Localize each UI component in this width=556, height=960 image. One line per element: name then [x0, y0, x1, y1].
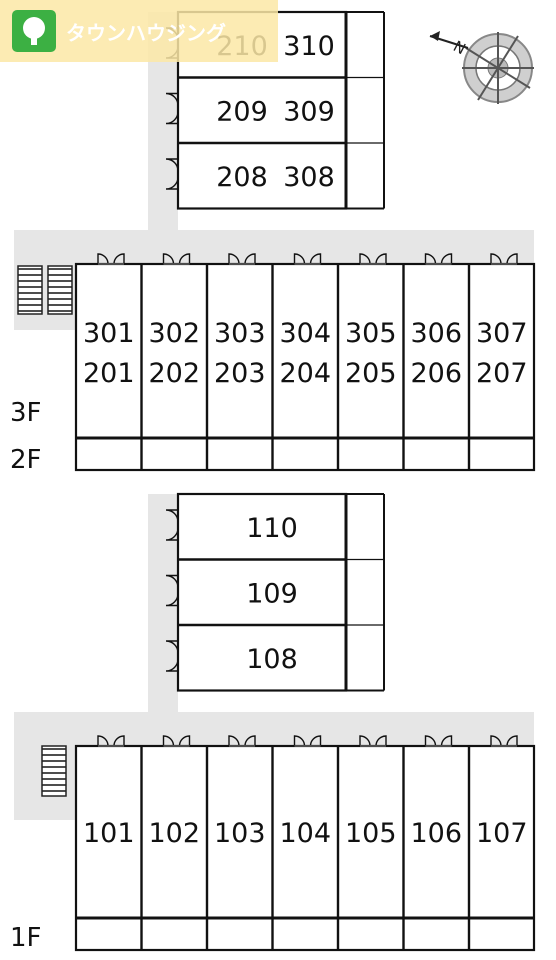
- room-label: 303: [214, 318, 266, 349]
- room-label: 302: [148, 318, 200, 349]
- room-label: 301: [83, 318, 135, 349]
- door-icon: [165, 574, 179, 607]
- room-label: 205: [345, 358, 397, 389]
- door-icon: [228, 253, 256, 265]
- room-label: 309: [283, 96, 335, 127]
- room-label: 305: [345, 318, 397, 349]
- door-icon: [162, 735, 191, 747]
- door-icon: [228, 735, 256, 747]
- room-label: 109: [246, 578, 298, 609]
- lower-wing-corridor: [148, 494, 178, 722]
- door-icon: [165, 509, 179, 541]
- floor-label-3f: 3F: [10, 398, 42, 428]
- upper-block: 210310209309208308 301201302202303203304…: [10, 10, 536, 475]
- door-icon: [97, 253, 125, 265]
- lower-block: 110 109 108 101 102 103 104 105 106 107 1F: [10, 492, 536, 953]
- room-label: 102: [148, 818, 200, 849]
- room-label: 104: [279, 818, 331, 849]
- room-label: 209: [216, 96, 268, 127]
- lower-main-rooms: 101 102 103 104 105 106 107: [74, 735, 536, 952]
- door-icon: [359, 253, 387, 265]
- logo-text: タウンハウジング: [66, 21, 226, 45]
- door-icon: [97, 735, 125, 747]
- lower-wing-rooms: 110 109 108: [165, 492, 385, 692]
- door-icon: [293, 735, 322, 747]
- room-label: 310: [283, 31, 335, 62]
- floor-label-2f: 2F: [10, 445, 42, 475]
- lower-main-corridor: [14, 712, 534, 746]
- room-label: 308: [283, 162, 335, 193]
- upper-main-rooms: 301 201 302 202 303 203 304 204 305 205 306 206 307 2…: [74, 253, 536, 472]
- door-icon: [165, 92, 179, 125]
- door-icon: [165, 158, 179, 190]
- door-icon: [162, 253, 191, 265]
- room-label: 101: [83, 818, 135, 849]
- room-label: 208: [216, 162, 268, 193]
- room-label: 108: [246, 644, 298, 675]
- room-label: 202: [148, 358, 200, 389]
- logo: タウンハウジング: [0, 0, 278, 62]
- door-icon: [490, 253, 518, 265]
- door-icon: [424, 253, 453, 265]
- compass: N: [429, 31, 534, 104]
- lower-stairs: [41, 745, 67, 797]
- door-icon: [359, 735, 387, 747]
- tree-icon: [23, 17, 45, 39]
- room-label: 105: [345, 818, 397, 849]
- room-label: 204: [279, 358, 331, 389]
- room-label: 306: [410, 318, 462, 349]
- room-label: 201: [83, 358, 135, 389]
- room-label: 103: [214, 818, 266, 849]
- room-label: 307: [476, 318, 528, 349]
- door-icon: [490, 735, 518, 747]
- upper-stairs: [17, 265, 73, 315]
- door-icon: [293, 253, 322, 265]
- room-label: 304: [279, 318, 331, 349]
- room-label: 106: [410, 818, 462, 849]
- upper-main-corridor: [14, 230, 534, 264]
- room-label: 206: [410, 358, 462, 389]
- door-icon: [165, 640, 179, 672]
- north-arrow-icon: [429, 31, 469, 49]
- room-label: 203: [214, 358, 266, 389]
- room-label: 107: [476, 818, 528, 849]
- room-label: 207: [476, 358, 528, 389]
- room-label: 110: [246, 513, 298, 544]
- floor-label-1f: 1F: [10, 923, 42, 953]
- door-icon: [424, 735, 453, 747]
